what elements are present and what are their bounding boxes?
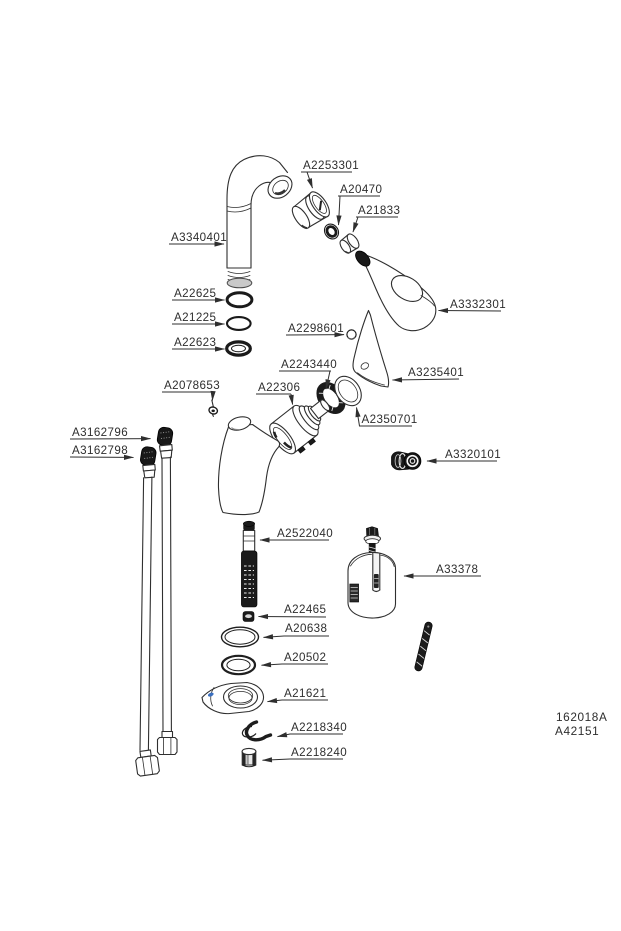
part-number-label: A3340401 [171,231,227,244]
part-number-label: A2253301 [303,159,359,172]
supply-hose-left-drawing [135,446,160,777]
check-ball-drawing [346,329,357,340]
part-number-label: A2298601 [288,322,344,335]
spout-drawing [226,155,293,289]
leader-line [391,377,460,383]
part-number-label: A2522040 [277,527,333,540]
leader-line [257,613,327,620]
part-number-label: A3162798 [72,444,128,457]
part-number-label: A2350701 [362,413,418,426]
leader-line [288,393,294,406]
part-number-label: A21225 [174,311,216,324]
o-ring-spout-upper [225,291,254,309]
spacer-cylinder-drawing [241,747,257,768]
part-number-label: A21621 [284,687,326,700]
part-number-label: A33378 [436,563,478,576]
part-number-label: A3320101 [445,448,501,461]
sleeve-cylinder-drawing [339,233,360,254]
handle-drawing [355,250,437,332]
part-drawings [135,155,437,777]
leader-line [336,195,342,226]
side-lever-drawing [352,309,390,388]
part-number-label: A2218340 [291,721,347,734]
doc-number-primary: 162018A [556,710,607,724]
set-screw-drawing [208,399,219,417]
c-clip-drawing [241,720,273,742]
hex-key-rod-drawing [414,621,433,672]
part-number-label: A3162796 [72,426,128,439]
leader-line [262,634,329,640]
part-number-label: A22306 [258,381,300,394]
handle-cap [355,250,371,267]
leader-line [261,757,343,763]
supply-hose-right-drawing [156,426,178,756]
cartridge-drawing [269,399,331,455]
faucet-body-drawing [217,416,281,516]
leader-line [325,370,331,390]
part-number-label: A2078653 [164,379,220,392]
part-number-label: A2218240 [291,746,347,759]
mounting-nut-drawing [242,611,255,622]
bracket-blue-mark [207,692,214,697]
o-ring-base-drawing [220,654,257,676]
washer-drawing [323,223,340,240]
part-number-label: A22625 [174,287,216,300]
part-number-label: A3332301 [450,298,506,311]
part-number-labels: A2253301 A20470 A21833 A3340401 A22625 A… [72,159,506,759]
leader-line [266,697,328,704]
part-number-label: A20502 [284,651,326,664]
trim-ring-drawing [334,375,362,407]
part-number-label: A20638 [285,622,327,635]
o-ring-spout-middle [225,316,252,331]
o-ring-large-drawing [220,626,260,648]
leader-line [352,216,359,233]
leader-line [437,307,502,314]
part-number-label: A3235401 [408,366,464,379]
part-number-label: A21833 [358,204,400,217]
shank-drawing [241,520,258,608]
leader-line [210,390,216,402]
part-number-label: A2243440 [281,358,337,371]
doc-number-secondary: A42151 [555,724,599,738]
diverter-valve-drawing [391,451,422,471]
o-ring-spout-lower [225,340,252,357]
leader-line [260,662,328,668]
leader-line [276,732,343,738]
part-number-label: A22623 [174,336,216,349]
leader-line [355,406,361,427]
leader-lines [69,171,502,763]
leader-line [306,171,313,189]
aerator-adapter-drawing [291,191,330,230]
mounting-bracket-drawing [201,681,265,715]
mounting-clamp-drawing [347,526,397,619]
part-number-label: A22465 [284,603,326,616]
part-number-label: A20470 [340,183,382,196]
doc-numbers: 162018A A42151 [555,710,607,738]
